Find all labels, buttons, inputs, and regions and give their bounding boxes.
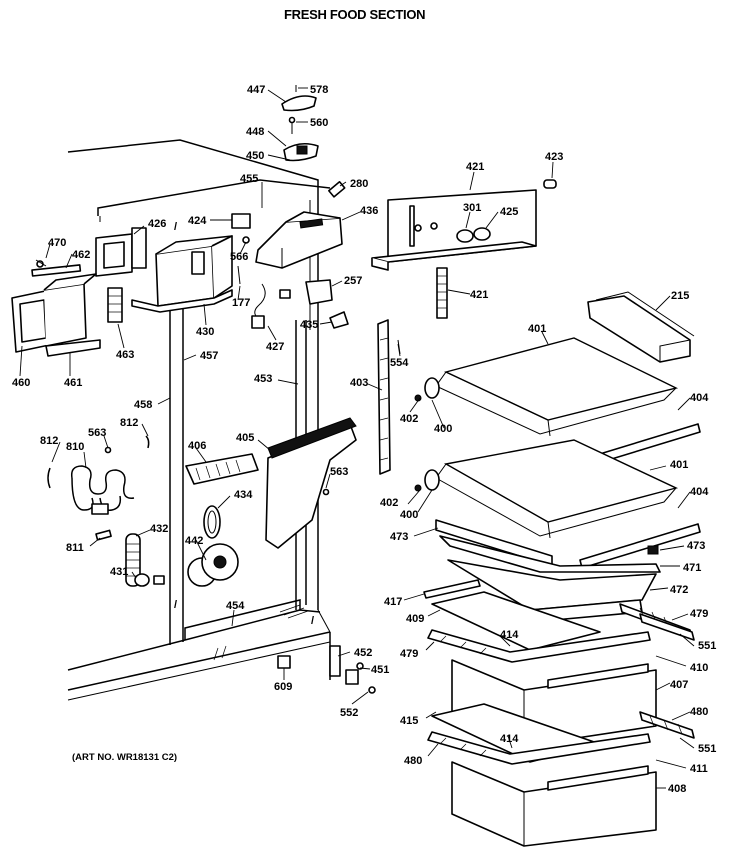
svg-text:/: / — [311, 615, 314, 627]
callout: 463 — [116, 349, 134, 361]
small-parts — [231, 180, 349, 329]
callout: 177 — [232, 297, 250, 309]
callout: 404 — [690, 486, 709, 498]
shelf-bin-215 — [587, 291, 695, 363]
callout: 402 — [400, 413, 418, 425]
callout: 551 — [698, 743, 716, 755]
callout: 432 — [150, 523, 168, 535]
heater-and-fan-parts — [47, 417, 357, 669]
fan-housing — [11, 259, 101, 357]
callout: 812 — [40, 435, 58, 447]
callout: 401 — [528, 323, 546, 335]
callout: 426 — [148, 218, 166, 230]
callout: 415 — [400, 715, 418, 727]
callout: 435 — [300, 319, 318, 331]
callout: 431 — [110, 566, 128, 578]
callout: 423 — [545, 151, 563, 163]
callout: 554 — [390, 357, 409, 369]
callout: 812 — [120, 417, 138, 429]
callout: 473 — [687, 540, 705, 552]
callout: 434 — [234, 489, 253, 501]
callout: 462 — [72, 249, 90, 261]
callout: 551 — [698, 640, 716, 652]
callout: 408 — [668, 783, 686, 795]
callout: 453 — [254, 373, 272, 385]
diagram-title: FRESH FOOD SECTION — [284, 7, 425, 22]
hinge-bracket — [329, 645, 376, 694]
callout: 215 — [671, 290, 689, 302]
callout: 409 — [406, 613, 424, 625]
svg-text:/: / — [174, 221, 177, 233]
callout: 442 — [185, 535, 203, 547]
callout: 424 — [188, 215, 207, 227]
glass-shelf-lower — [414, 439, 701, 569]
callout: 400 — [400, 509, 418, 521]
callout: 421 — [466, 161, 484, 173]
callout: 479 — [400, 648, 418, 660]
callout: 407 — [670, 679, 688, 691]
callout: 457 — [200, 350, 218, 362]
callout: 425 — [500, 206, 518, 218]
callout: 414 — [500, 629, 519, 641]
callout: 436 — [360, 205, 378, 217]
control-housing — [371, 179, 557, 319]
crisper-cover-upper — [423, 519, 693, 639]
leader-lines — [19, 87, 695, 789]
callout: 566 — [230, 251, 248, 263]
callout: 411 — [690, 763, 708, 775]
callout: 406 — [188, 440, 206, 452]
callout: 451 — [371, 664, 389, 676]
callout: 450 — [246, 150, 264, 162]
callout: 460 — [12, 377, 30, 389]
callout: 417 — [384, 596, 402, 608]
callout: 421 — [470, 289, 488, 301]
callout: 461 — [64, 377, 82, 389]
callout: 609 — [274, 681, 292, 693]
callout: 472 — [670, 584, 688, 596]
callout: 811 — [66, 542, 84, 554]
callout: 452 — [354, 647, 372, 659]
callout: 405 — [236, 432, 254, 444]
callout: 560 — [310, 117, 328, 129]
callout: 402 — [380, 497, 398, 509]
callout: 447 — [247, 84, 265, 96]
callout: 301 — [463, 202, 481, 214]
evaporator-housing — [95, 227, 233, 323]
callout: 414 — [500, 733, 519, 745]
callout: 578 — [310, 84, 328, 96]
callout: 280 — [350, 178, 368, 190]
callout: 430 — [196, 326, 214, 338]
callout: 479 — [690, 608, 708, 620]
callout: 563 — [330, 466, 348, 478]
callout: 563 — [88, 427, 106, 439]
svg-text:/: / — [174, 599, 177, 611]
drawer-lower — [427, 703, 695, 847]
callout: 458 — [134, 399, 152, 411]
air-duct-assembly — [255, 211, 343, 269]
art-number: (ART NO. WR18131 C2) — [72, 752, 177, 763]
callout: 400 — [434, 423, 452, 435]
callout: 810 — [66, 441, 84, 453]
callout: 480 — [404, 755, 422, 767]
callout: 404 — [690, 392, 709, 404]
callout: 410 — [690, 662, 708, 674]
callout-labels: 447 578 448 560 450 421 423 455 280 426 … — [12, 84, 716, 795]
control-knob-assembly — [281, 85, 319, 162]
callout: 480 — [690, 706, 708, 718]
callout: 473 — [390, 531, 408, 543]
shelf-ladder-rail — [377, 319, 401, 475]
callout: 552 — [340, 707, 358, 719]
callout: 455 — [240, 173, 258, 185]
callout: 401 — [670, 459, 688, 471]
callout: 448 — [246, 126, 264, 138]
callout: 257 — [344, 275, 362, 287]
callout: 454 — [226, 600, 245, 612]
callout: 471 — [683, 562, 701, 574]
callout: 427 — [266, 341, 284, 353]
callout: 403 — [350, 377, 368, 389]
callout: 470 — [48, 237, 66, 249]
